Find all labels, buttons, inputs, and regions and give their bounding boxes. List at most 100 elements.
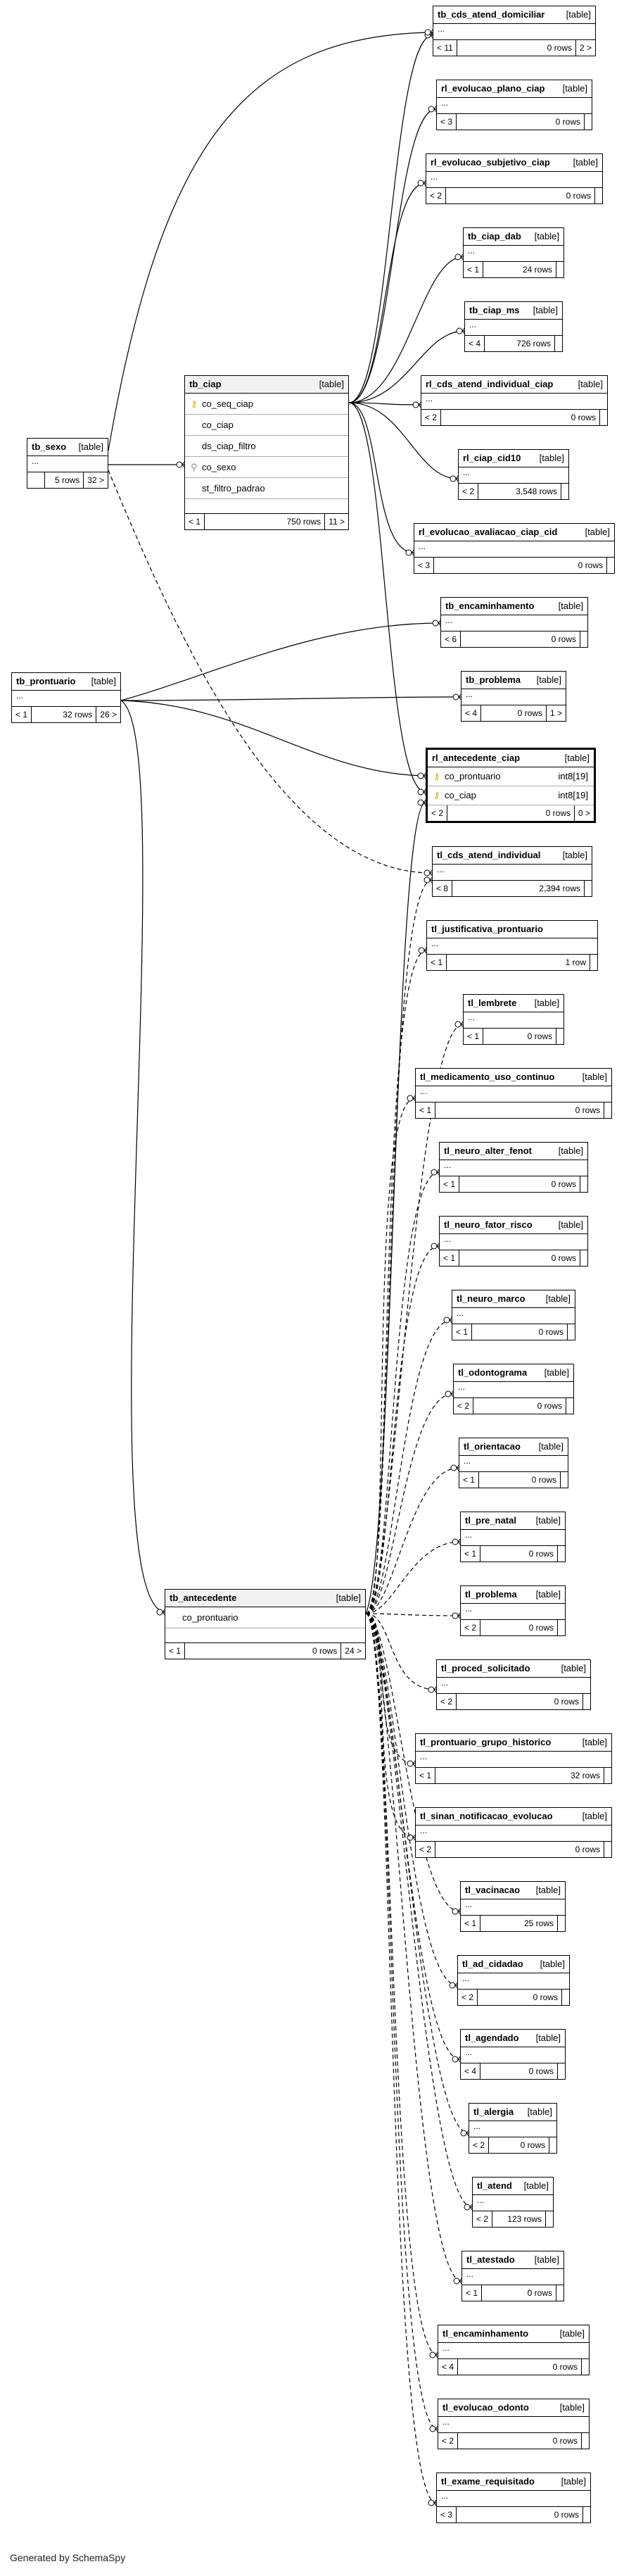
- table-rl_antecedente_ciap[interactable]: rl_antecedente_ciap[table] ⚷ co_prontuar…: [426, 748, 596, 823]
- optional-marker: [176, 461, 183, 468]
- table-name: rl_ciap_cid10: [463, 453, 521, 463]
- ellipsis-row: ...: [461, 689, 566, 705]
- relationship-edge-27: [365, 1613, 437, 1690]
- children-count: [583, 1694, 590, 1709]
- children-count: [566, 1398, 573, 1414]
- ellipsis-row: ...: [461, 1899, 565, 1916]
- parents-count: < 6: [441, 632, 461, 647]
- row-count: 32 rows: [32, 707, 97, 722]
- table-tl_justificativa_prontuario[interactable]: tl_justificativa_prontuario[table] ... <…: [426, 920, 598, 971]
- table-name: tb_problema: [466, 674, 521, 685]
- primary-key-icon: ⚷: [191, 398, 198, 409]
- optional-marker: [445, 1390, 452, 1397]
- column-row[interactable]: ⚷co_seq_ciap: [185, 394, 348, 415]
- table-type-label: [table]: [78, 441, 103, 452]
- optional-marker: [417, 788, 424, 796]
- row-count: 0 rows: [446, 188, 595, 203]
- row-count: 0 rows: [459, 1176, 580, 1192]
- ellipsis-row: ...: [421, 394, 607, 410]
- optional-marker: [428, 1686, 435, 1693]
- children-count: [607, 558, 614, 573]
- ellipsis-row: ...: [438, 2417, 589, 2433]
- table-type-label: [table]: [535, 1515, 561, 1526]
- parents-count: < 2: [473, 2211, 493, 2227]
- row-count: 0 rows: [435, 1842, 604, 1857]
- parents-count: < 1: [440, 1176, 460, 1192]
- table-type-label: [table]: [536, 674, 561, 685]
- table-tb_ciap[interactable]: tb_ciap[table] ⚷co_seq_ciap co_ciap ds_c…: [184, 375, 349, 530]
- table-tl_sinan_notificacao_evolucao[interactable]: tl_sinan_notificacao_evolucao[table] ...…: [415, 1807, 612, 1858]
- children-count: [590, 955, 597, 970]
- children-count: [549, 2137, 556, 2153]
- optional-marker: [156, 1609, 163, 1616]
- ellipsis-row: ...: [437, 98, 592, 114]
- table-rl_cds_atend_individual_ciap[interactable]: rl_cds_atend_individual_ciap[table] ... …: [421, 375, 608, 426]
- column-row[interactable]: ⚷ co_prontuario int8[19]: [428, 767, 594, 786]
- children-count: 26 >: [100, 710, 117, 720]
- optional-marker: [453, 2277, 460, 2285]
- table-type-label: [table]: [562, 850, 587, 860]
- children-count: [583, 2507, 590, 2522]
- table-tl_medicamento_uso_continuo[interactable]: tl_medicamento_uso_continuo[table] ... <…: [415, 1068, 612, 1119]
- ellipsis-row: ...: [27, 456, 108, 472]
- relationship-edge-26: [365, 1613, 461, 1616]
- parents-count: < 2: [454, 1398, 474, 1414]
- column-row[interactable]: co_ciap: [185, 415, 348, 436]
- column-type: int8[19]: [558, 790, 588, 800]
- column-row[interactable]: ds_ciap_filtro: [185, 436, 348, 457]
- relationship-edge-38: [365, 1613, 437, 2503]
- children-count: [604, 1768, 611, 1783]
- column-row[interactable]: ⚷ co_ciap int8[19]: [428, 786, 594, 805]
- table-name: rl_antecedente_ciap: [432, 753, 521, 763]
- row-count: 0 rows: [479, 1472, 561, 1488]
- column-row[interactable]: co_prontuario: [165, 1607, 365, 1628]
- table-rl_evolucao_subjetivo_ciap[interactable]: rl_evolucao_subjetivo_ciap[table] ... < …: [426, 153, 603, 204]
- table-tl_prontuario_grupo_historico[interactable]: tl_prontuario_grupo_historico[table] ...…: [415, 1733, 612, 1784]
- optional-marker: [454, 1021, 461, 1028]
- row-count: 0 rows: [480, 2063, 558, 2079]
- column-row[interactable]: st_filtro_padrao: [185, 478, 348, 499]
- children-count: [561, 1472, 568, 1488]
- table-name: tl_cds_atend_individual: [437, 850, 541, 860]
- row-count: 0 rows: [461, 632, 580, 647]
- parents-count: < 11: [433, 40, 457, 56]
- optional-marker: [407, 1760, 414, 1767]
- relationship-edge-3: [348, 256, 464, 403]
- row-count: 0 rows: [473, 1398, 566, 1414]
- column-row[interactable]: ⚲co_sexo: [185, 457, 348, 478]
- parents-count: < 2: [437, 1694, 457, 1709]
- parents-count: < 2: [426, 188, 447, 203]
- table-name: tl_pre_natal: [465, 1515, 516, 1526]
- table-rl_evolucao_avaliacao_ciap_cid[interactable]: rl_evolucao_avaliacao_ciap_cid[table] ..…: [414, 523, 615, 574]
